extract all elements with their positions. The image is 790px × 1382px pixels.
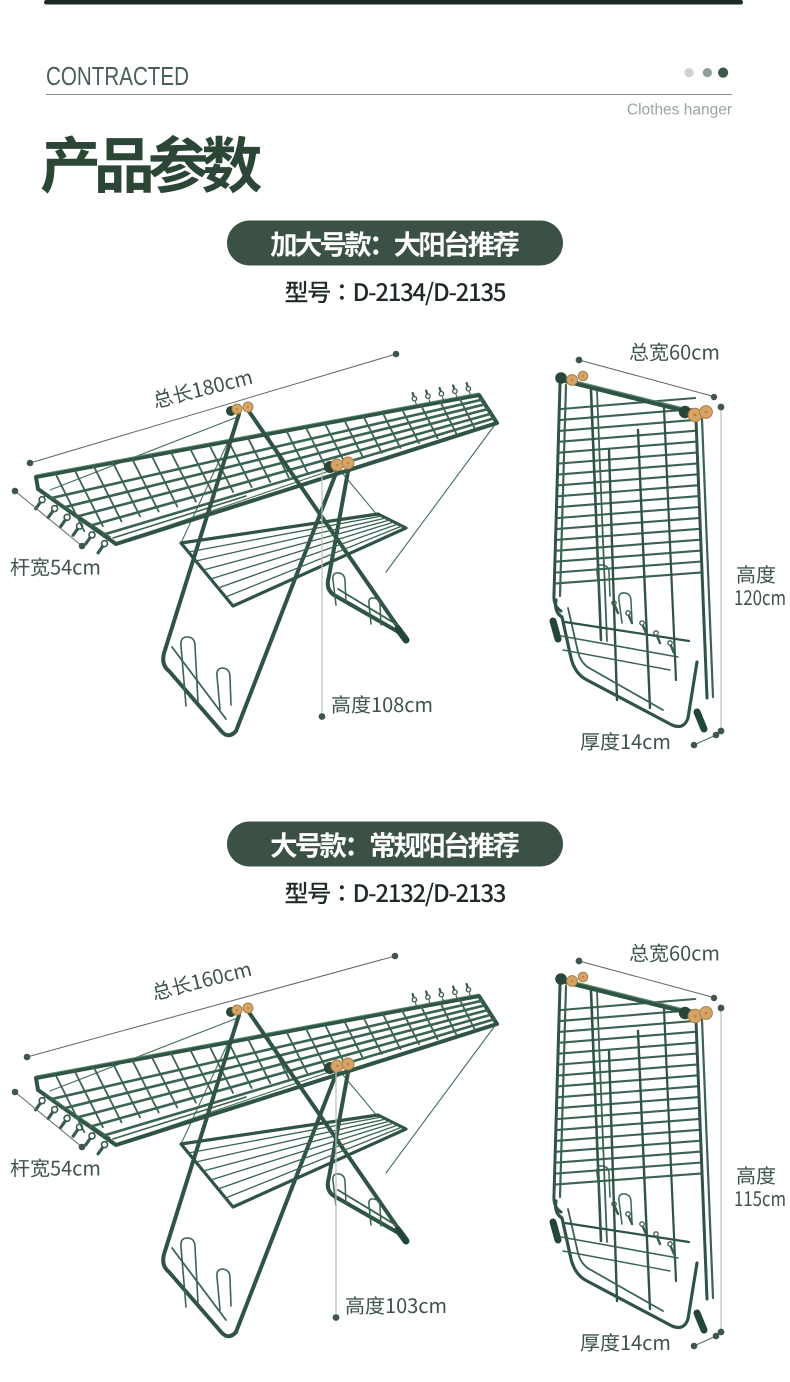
svg-text:Clothes hanger: Clothes hanger (627, 102, 732, 119)
svg-text:CONTRACTED: CONTRACTED (46, 61, 189, 91)
